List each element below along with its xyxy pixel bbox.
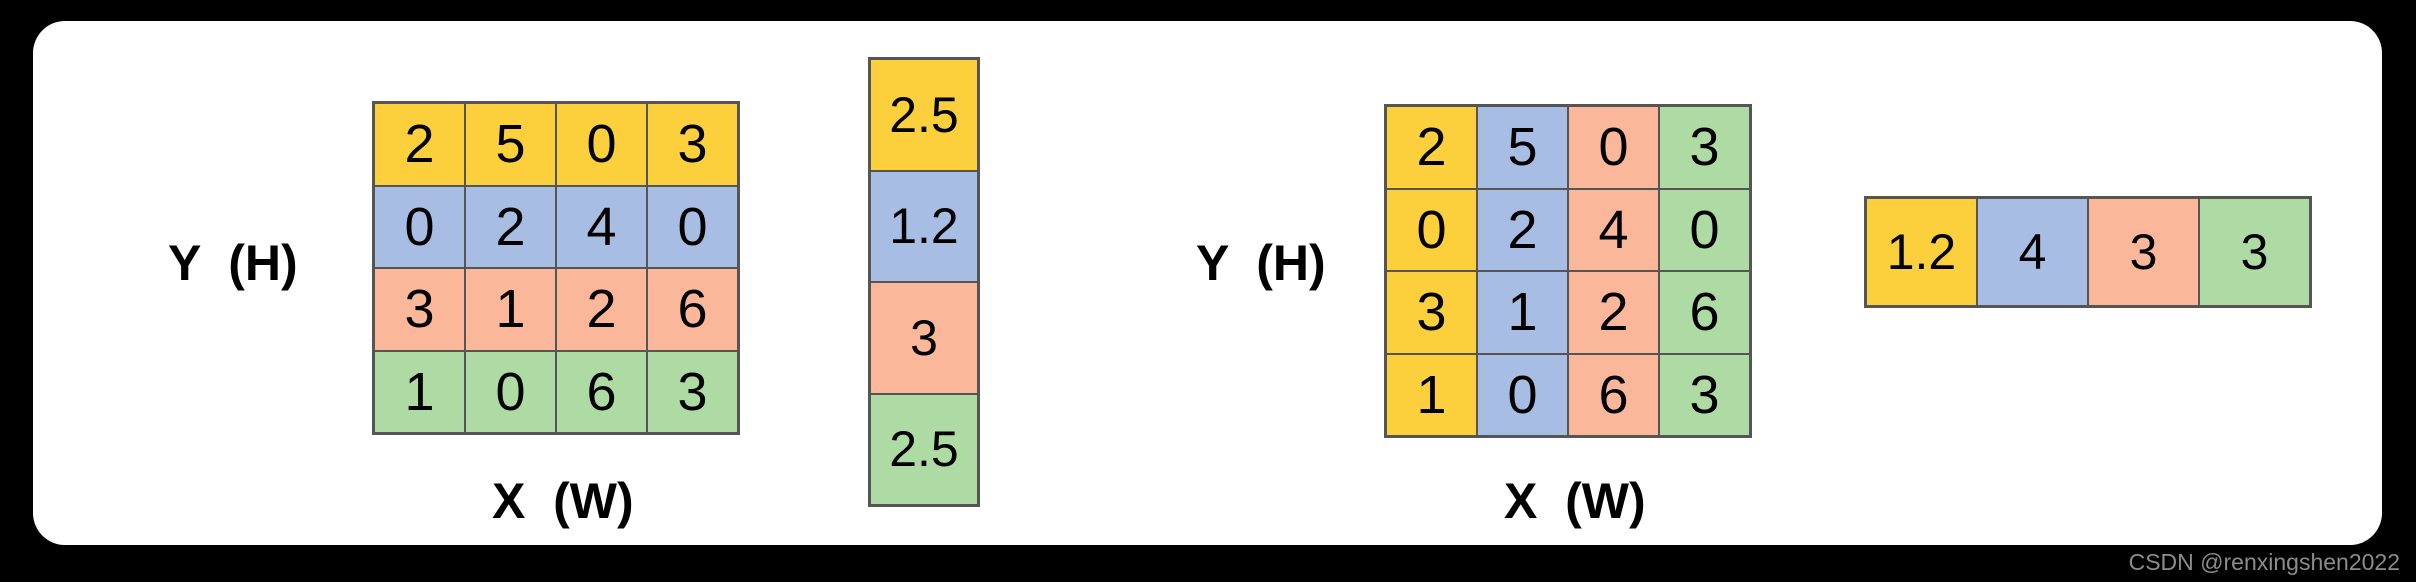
- matrix-cell: 0: [1569, 107, 1658, 188]
- matrix-cell: 1: [1478, 272, 1567, 353]
- matrix-cell: 3: [648, 104, 737, 185]
- matrix-cell: 0: [466, 351, 555, 432]
- matrix-cell: 3: [648, 351, 737, 432]
- matrix-cell: 3: [2200, 199, 2309, 305]
- matrix-cell: 2: [557, 269, 646, 350]
- matrix-cell: 1: [1387, 354, 1476, 435]
- matrix-cell: 0: [1387, 189, 1476, 270]
- matrix-cell: 0: [1478, 354, 1567, 435]
- matrix-cell: 1: [466, 269, 555, 350]
- matrix-cell: 4: [1978, 199, 2087, 305]
- watermark: CSDN @renxingshen2022: [2128, 549, 2400, 575]
- matrix-cell: 1.2: [871, 171, 977, 281]
- matrix-cell: 3: [375, 269, 464, 350]
- matrix-cell: 1: [375, 351, 464, 432]
- matrix-cell: 5: [466, 104, 555, 185]
- matrix-cell: 0: [648, 186, 737, 267]
- matrix-cell: 6: [1569, 354, 1658, 435]
- matrix-cell: 6: [648, 269, 737, 350]
- matrix-cell: 2.5: [871, 394, 977, 504]
- matrix-cell: 2: [1387, 107, 1476, 188]
- x-axis-label-right: X (W): [1504, 473, 1646, 529]
- matrix-cell: 2: [1478, 189, 1567, 270]
- matrix-cell: 4: [1569, 189, 1658, 270]
- matrix-cell: 2: [375, 104, 464, 185]
- matrix-cell: 0: [1660, 189, 1749, 270]
- matrix-cell: 1.2: [1867, 199, 1976, 305]
- matrix-cell: 2.5: [871, 60, 977, 170]
- y-axis-label-right: Y (H): [1196, 235, 1326, 291]
- x-axis-label-left: X (W): [492, 473, 634, 529]
- matrix-cell: 6: [557, 351, 646, 432]
- matrix-cell: 0: [557, 104, 646, 185]
- matrix-cell: 3: [1387, 272, 1476, 353]
- matrix-cell: 6: [1660, 272, 1749, 353]
- matrix-cell: 2: [466, 186, 555, 267]
- matrix-cell: 2: [1569, 272, 1658, 353]
- matrix-cell: 3: [2089, 199, 2198, 305]
- matrix-cell: 3: [1660, 354, 1749, 435]
- y-axis-label-left: Y (H): [168, 235, 298, 291]
- matrix-cell: 3: [1660, 107, 1749, 188]
- matrix-cell: 3: [871, 283, 977, 393]
- matrix-cell: 0: [375, 186, 464, 267]
- matrix-cell: 4: [557, 186, 646, 267]
- matrix-cell: 5: [1478, 107, 1567, 188]
